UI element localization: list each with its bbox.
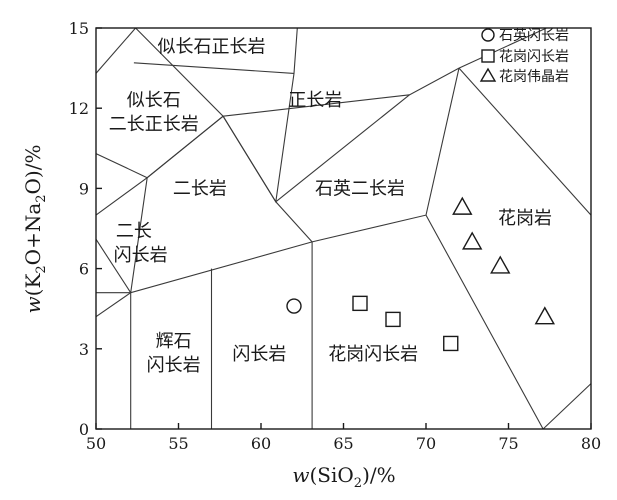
boundary-line-12 (223, 27, 547, 117)
region-labels: 似长石正长岩似长石二长正长岩正长岩二长岩石英二长岩花岗岩二长闪长岩辉石闪长岩闪长… (109, 37, 552, 376)
boundary-line-16 (458, 67, 592, 216)
x-tick-label-4: 70 (416, 434, 436, 453)
y-axis-title: w(K2O+Na2O)/% (21, 145, 49, 314)
legend-label-2: 花岗伟晶岩 (499, 69, 569, 85)
x-tick-label-5: 75 (498, 434, 518, 453)
x-axis-ticks: 50 55 60 65 70 75 80 (86, 423, 601, 453)
legend-label-1: 花岗闪长岩 (499, 49, 569, 65)
x-tick-label-3: 65 (333, 434, 353, 453)
y-tick-label-1: 3 (79, 340, 89, 359)
region-label-12: 花岗闪长岩 (328, 344, 418, 365)
point-triangle-3 (534, 306, 555, 325)
y-tick-label-4: 12 (69, 99, 89, 118)
region-label-4: 二长岩 (173, 178, 227, 199)
region-label-3: 正长岩 (288, 90, 342, 111)
y-tick-label-5: 15 (69, 19, 89, 38)
region-label-5: 石英二长岩 (315, 178, 405, 199)
legend-label-0: 石英闪长岩 (499, 27, 569, 44)
point-circle-0 (286, 298, 302, 314)
y-axis-ticks: 0 3 6 9 12 15 (69, 19, 102, 439)
legend-square-marker (481, 49, 495, 63)
region-label-0: 似长石正长岩 (158, 37, 266, 58)
boundary-line-14 (275, 94, 410, 203)
boundary-line-15 (133, 62, 295, 74)
region-label-6: 花岗岩 (498, 208, 552, 229)
classification-boundaries (95, 27, 592, 430)
boundary-line-4 (425, 214, 544, 430)
legend: 石英闪长岩 花岗闪长岩 花岗伟晶岩 (479, 27, 569, 85)
region-label-7: 二长 (116, 221, 152, 242)
point-triangle-1 (462, 231, 483, 250)
boundary-line-11 (95, 27, 137, 74)
x-tick-label-0: 50 (86, 434, 106, 453)
boundary-line-9 (95, 27, 224, 216)
data-points (286, 196, 555, 352)
region-label-11: 闪长岩 (232, 344, 286, 365)
boundary-line-7 (95, 238, 132, 293)
boundary-line-6 (95, 292, 132, 318)
boundary-line-5 (542, 383, 592, 430)
region-label-10: 闪长岩 (147, 355, 201, 376)
x-tick-label-6: 80 (581, 434, 601, 453)
legend-circle-marker (481, 28, 495, 42)
region-label-8: 闪长岩 (114, 245, 168, 266)
region-label-9: 辉石 (156, 331, 192, 352)
point-square-0 (352, 295, 368, 312)
boundary-line-10 (95, 153, 148, 179)
y-tick-label-3: 9 (79, 179, 89, 198)
point-triangle-2 (490, 255, 511, 274)
y-tick-label-0: 0 (79, 420, 89, 439)
point-triangle-0 (452, 196, 473, 215)
x-tick-label-1: 55 (168, 434, 188, 453)
boundary-line-8 (130, 115, 313, 293)
region-label-1: 似长石 (127, 90, 181, 111)
region-label-2: 二长正长岩 (109, 114, 199, 135)
point-square-1 (385, 311, 401, 328)
point-square-2 (443, 335, 459, 352)
x-tick-label-2: 60 (251, 434, 271, 453)
x-axis-title: w(SiO2)/% (292, 463, 395, 491)
legend-triangle-marker (479, 67, 497, 82)
y-tick-label-2: 6 (79, 260, 89, 279)
boundary-line-13 (222, 27, 298, 204)
